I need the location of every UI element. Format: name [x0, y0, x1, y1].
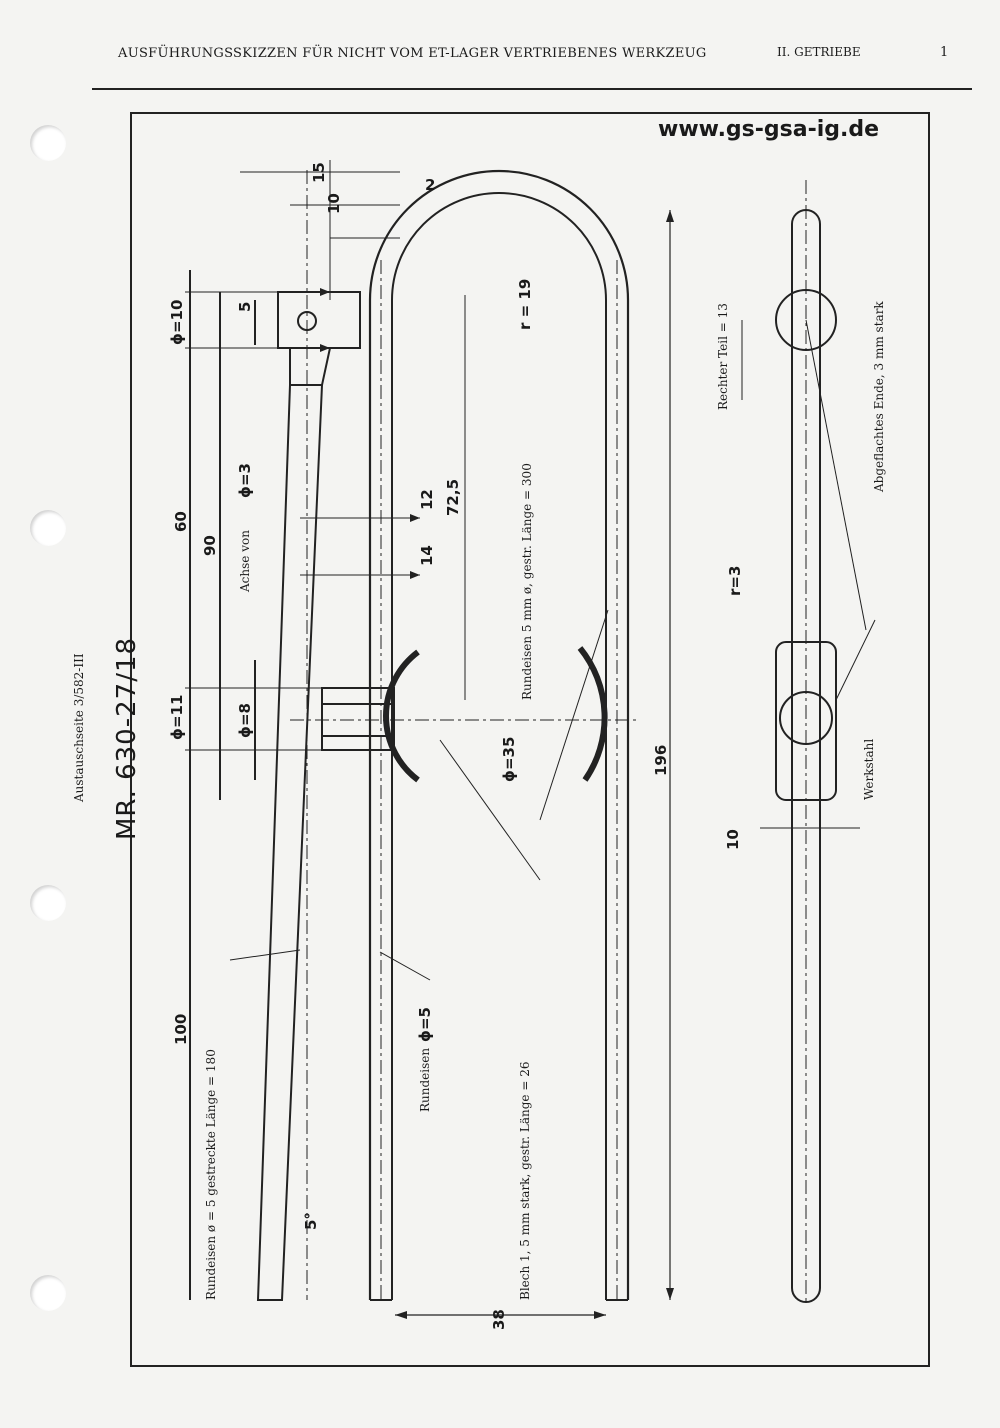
dim-10-right: 10 [724, 829, 742, 850]
dim-phi35: ϕ=35 [500, 736, 518, 782]
dim-r3: r=3 [726, 565, 744, 596]
dim-r19: r = 19 [516, 278, 534, 330]
punch-hole [30, 510, 66, 546]
header-rule [92, 88, 972, 90]
punch-hole [30, 125, 66, 161]
drawing-frame [130, 112, 930, 1367]
dim-phi5: ϕ=5 [416, 1007, 434, 1042]
dim-14: 14 [418, 545, 436, 566]
dim-5-degree: 5° [302, 1212, 320, 1230]
dim-196: 196 [652, 744, 670, 776]
dim-phi8: ϕ=8 [236, 703, 254, 738]
dim-phi3: ϕ=3 [236, 463, 254, 498]
label-rechter-teil: Rechter Teil = 13 [716, 303, 730, 410]
dim-72-5: 72,5 [444, 478, 462, 516]
website-watermark: www.gs-gsa-ig.de [658, 117, 880, 142]
punch-hole [30, 885, 66, 921]
punch-hole [30, 1275, 66, 1311]
label-rundeisen: Rundeisen [418, 1047, 432, 1112]
dim-10-top: 10 [325, 193, 343, 214]
dim-5: 5 [236, 301, 254, 312]
dim-2: 2 [425, 176, 436, 194]
label-rundeisen-180: Rundeisen ø = 5 gestreckte Länge = 180 [204, 1049, 218, 1300]
dim-12: 12 [418, 489, 436, 510]
header-section: II. GETRIEBE [777, 45, 861, 59]
header-title: AUSFÜHRUNGSSKIZZEN FÜR NICHT VOM ET-LAGE… [118, 46, 707, 61]
dim-60: 60 [172, 511, 190, 532]
label-rundeisen-300: Rundeisen 5 mm ø, gestr. Länge = 300 [520, 463, 534, 700]
label-werkstahl: Werkstahl [862, 738, 876, 800]
dim-phi10: ϕ=10 [168, 299, 186, 345]
dim-15: 15 [310, 162, 328, 183]
dim-90: 90 [201, 535, 219, 556]
label-blech: Blech 1, 5 mm stark, gestr. Länge = 26 [518, 1061, 532, 1300]
dim-phi11: ϕ=11 [168, 694, 186, 740]
dim-100: 100 [172, 1013, 190, 1045]
page-number: 1 [940, 45, 949, 60]
dim-38: 38 [490, 1309, 508, 1330]
label-achse: Achse von [238, 530, 252, 592]
label-abgeflachtes: Abgeflachtes Ende, 3 mm stark [872, 301, 886, 492]
